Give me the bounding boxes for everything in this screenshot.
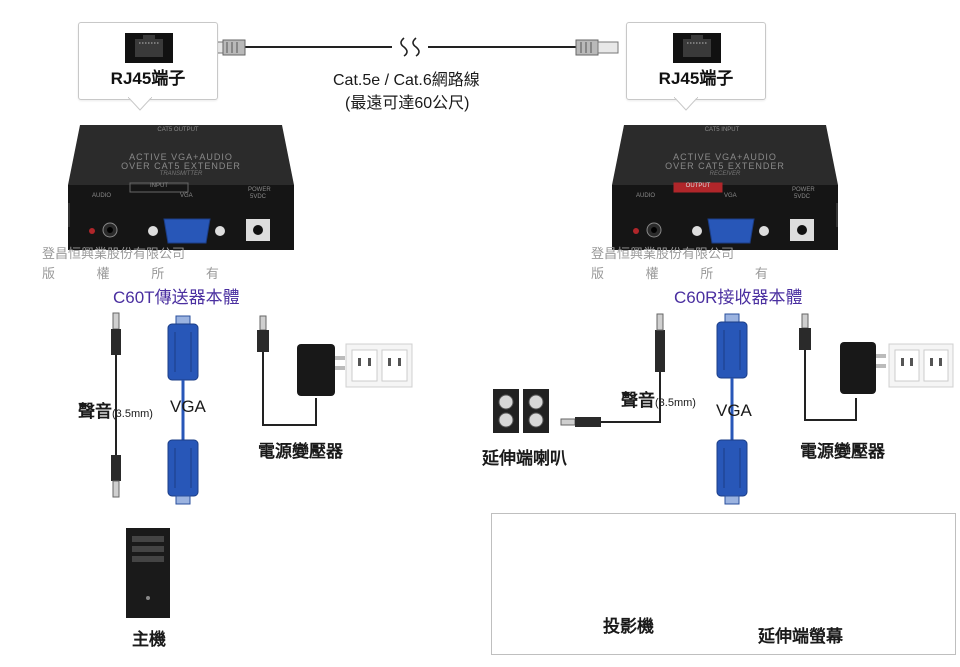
vga-label-left: VGA: [170, 397, 206, 416]
speaker-label: 延伸端喇叭: [482, 449, 567, 468]
audio-label-right: 聲音(3.5mm): [621, 391, 696, 410]
vga-label-right: VGA: [716, 401, 752, 420]
panel-mode: RECEIVER: [709, 171, 741, 177]
panel-title: ACTIVE VGA+AUDIO: [129, 152, 233, 162]
panel-group-label: INPUT: [150, 183, 168, 189]
transmitter-name: C60T傳送器本體: [113, 288, 240, 307]
cable-break-icon: [400, 37, 420, 57]
panel-port-label: CAT5 INPUT: [704, 127, 740, 133]
bubble-label: RJ45端子: [110, 69, 186, 88]
panel-volt-label: 5VDC: [794, 194, 811, 200]
cable-distance-label: (最遠可達60公尺): [345, 95, 470, 112]
rj45-plug-icon: [575, 39, 619, 56]
panel-audio-label: AUDIO: [636, 193, 656, 199]
bubble-label: RJ45端子: [658, 69, 734, 88]
vga-cable-right: [716, 313, 748, 505]
audio-cable-left: [111, 312, 121, 498]
bubble-pointer: [674, 97, 698, 111]
power-adapter-right: [799, 313, 886, 421]
receiver-name: C60R接收器本體: [674, 288, 803, 307]
bubble-pointer: [128, 97, 152, 111]
output-devices-panel: [491, 513, 956, 655]
power-label-right: 電源變壓器: [800, 442, 885, 461]
rj45-bubble-right: RJ45端子: [626, 22, 766, 100]
panel-power-label: POWER: [792, 187, 815, 193]
panel-title: ACTIVE VGA+AUDIO: [673, 152, 777, 162]
panel-audio-label: AUDIO: [92, 193, 112, 199]
wall-outlet-icon: [888, 343, 954, 388]
panel-subtitle: OVER CAT5 EXTENDER: [665, 161, 785, 171]
power-label-left: 電源變壓器: [258, 442, 343, 461]
speaker-icon: [493, 389, 549, 433]
audio-label-left: 聲音(3.5mm): [78, 402, 153, 421]
watermark: 登昌恒興業股份有限公司: [42, 246, 186, 261]
wall-outlet-icon: [345, 343, 413, 388]
watermark: 登昌恒興業股份有限公司: [591, 246, 735, 261]
transmitter-device: CAT5 OUTPUT ACTIVE VGA+AUDIO OVER CAT5 E…: [66, 125, 294, 250]
power-adapter-left: [257, 315, 345, 426]
panel-mode: TRANSMITTER: [159, 171, 203, 177]
rj45-bubble-left: RJ45端子: [78, 22, 218, 100]
watermark: 版 權 所 有: [591, 266, 768, 281]
device-body: [612, 125, 840, 250]
monitor-label: 延伸端螢幕: [758, 627, 843, 646]
receiver-device: CAT5 INPUT ACTIVE VGA+AUDIO OVER CAT5 EX…: [612, 125, 840, 250]
cable-label: Cat.5e / Cat.6網路線: [333, 72, 480, 89]
panel-volt-label: 5VDC: [250, 194, 267, 200]
panel-power-label: POWER: [248, 187, 271, 193]
panel-group-label: OUTPUT: [685, 183, 711, 189]
device-body: [66, 125, 294, 250]
panel-vga-label: VGA: [724, 193, 737, 199]
audio-cable-right: [560, 313, 665, 427]
host-label: 主機: [132, 630, 166, 649]
rj45-jack-icon: [125, 33, 173, 63]
pc-tower-icon: [126, 528, 170, 618]
panel-subtitle: OVER CAT5 EXTENDER: [121, 161, 241, 171]
projector-label: 投影機: [603, 617, 654, 636]
rj45-jack-icon: [673, 33, 721, 63]
watermark: 版 權 所 有: [42, 266, 219, 281]
panel-vga-label: VGA: [180, 193, 193, 199]
vga-cable-left: [167, 315, 199, 505]
panel-port-label: CAT5 OUTPUT: [157, 127, 199, 133]
